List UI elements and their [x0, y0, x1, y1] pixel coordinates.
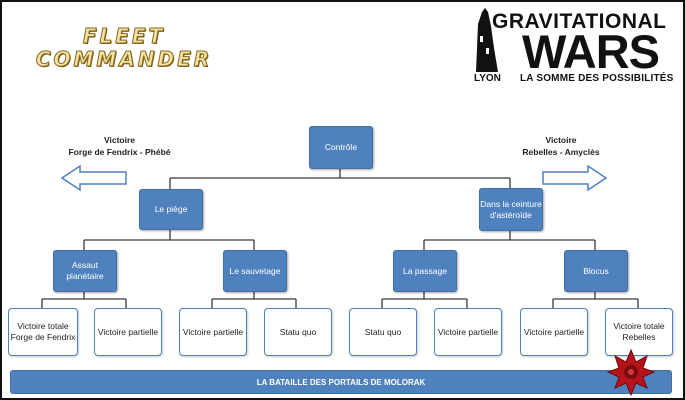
- node-leaf: Victoire partielle: [520, 308, 588, 356]
- tower-icon: [476, 8, 498, 72]
- node-subbranch: La passage: [393, 250, 457, 292]
- right-outcome-caption: Victoire Rebelles - Amyclès: [496, 134, 626, 158]
- left-outcome-caption: Victoire Forge de Fendrix - Phébé: [52, 134, 187, 158]
- node-leaf: Victoire partielle: [179, 308, 247, 356]
- arrow-right-icon: [542, 164, 608, 192]
- bottom-title-bar: LA BATAILLE DES PORTAILS DE MOLORAK: [10, 370, 672, 394]
- logo-line-2: COMMANDER: [35, 47, 213, 72]
- node-branch-left: Le piège: [139, 189, 203, 230]
- node-leaf: Victoire totale Forge de Fendrix: [8, 308, 78, 356]
- node-subbranch: Assaut planétaire: [53, 250, 117, 292]
- arrow-left-icon: [60, 164, 127, 192]
- left-outcome-line1: Victoire: [103, 135, 136, 145]
- left-outcome-line2: Forge de Fendrix - Phébé: [68, 147, 171, 157]
- node-subbranch: Le sauvetage: [223, 250, 287, 292]
- logo-title: GRAVITATIONAL: [492, 10, 667, 33]
- node-subbranch: Blocus: [564, 250, 628, 292]
- right-outcome-line1: Victoire: [545, 135, 577, 145]
- fleet-commander-logo: FLEET COMMANDER: [24, 24, 224, 76]
- logo-city: LYON: [474, 73, 501, 84]
- node-leaf: Victoire totale Rebelles: [605, 308, 673, 356]
- node-leaf: Victoire partielle: [94, 308, 162, 356]
- node-branch-right: Dans la ceinture d'astéroïde: [479, 188, 543, 231]
- node-root: Contrôle: [309, 126, 373, 169]
- node-leaf: Statu quo: [264, 308, 332, 356]
- logo-line-1: FLEET: [82, 24, 166, 48]
- red-star-emblem-icon: [606, 348, 656, 397]
- logo-wars: WARS: [522, 25, 660, 78]
- logo-tagline: LA SOMME DES POSSIBILITÉS: [520, 73, 674, 84]
- node-leaf: Statu quo: [349, 308, 417, 356]
- right-outcome-line2: Rebelles - Amyclès: [522, 147, 600, 157]
- gravitational-wars-logo: GRAVITATIONAL WARS LYON LA SOMME DES POS…: [472, 8, 682, 88]
- node-leaf: Victoire partielle: [434, 308, 502, 356]
